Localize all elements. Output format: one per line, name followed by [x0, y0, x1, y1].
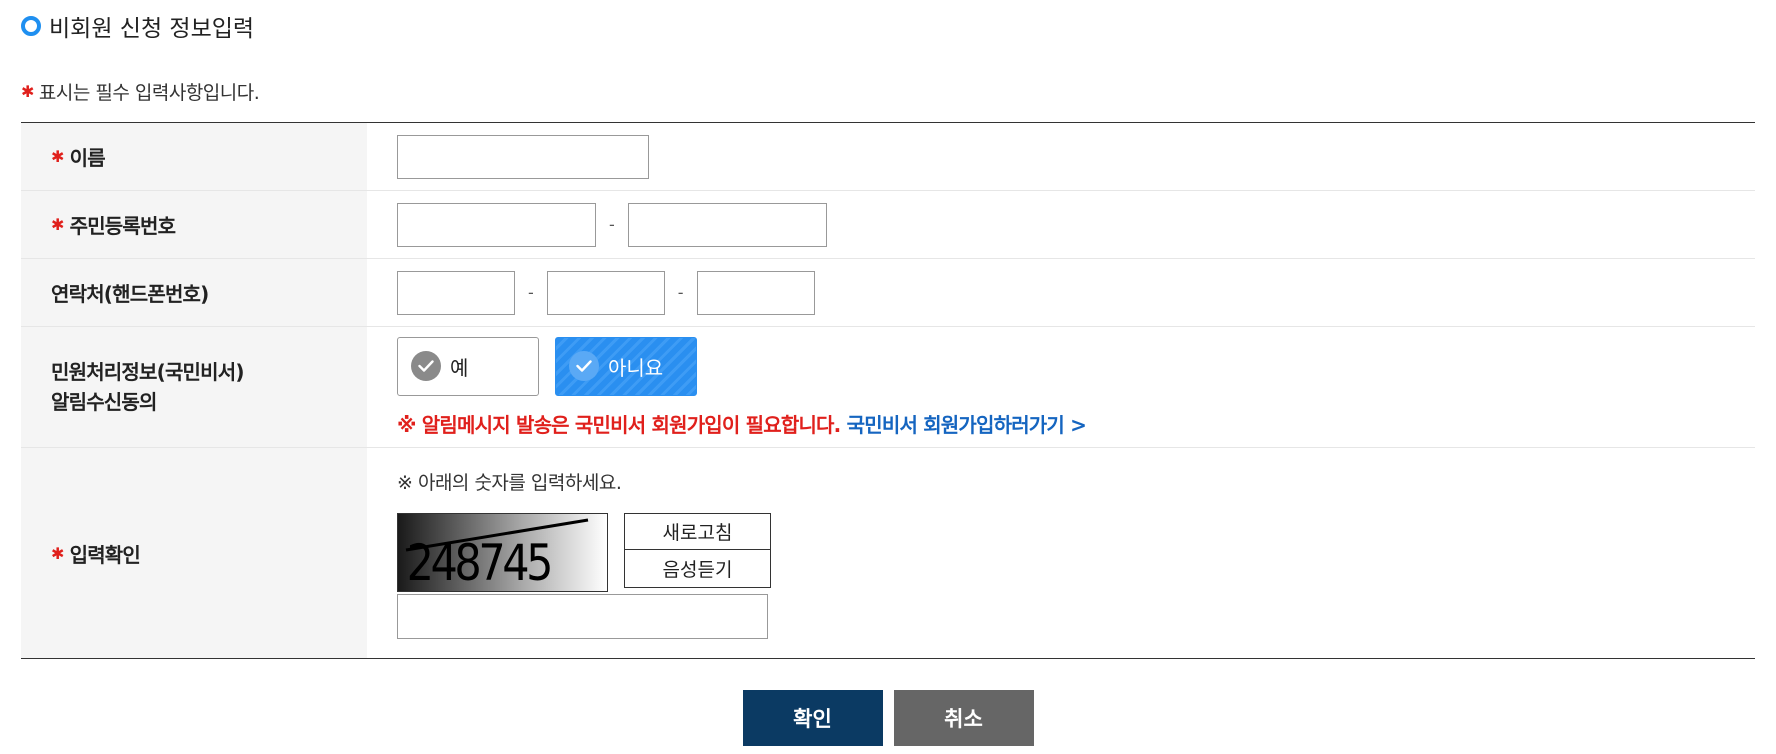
required-star-icon: ✱	[51, 215, 64, 234]
ssn-label-text: 주민등록번호	[69, 214, 176, 238]
name-value-cell	[367, 123, 1755, 190]
row-ssn: ✱ 주민등록번호 -	[21, 191, 1755, 259]
phone-label-text: 연락처(핸드폰번호)	[51, 282, 209, 306]
consent-value-cell: 예 아니요 ※ 알림메시지 발송은 국민비서 회원가입이 필요합니다. 국민비서…	[367, 327, 1755, 447]
required-star-icon: ✱	[51, 147, 64, 166]
phone-separator-1: -	[528, 283, 534, 302]
form-actions: 확인 취소	[0, 690, 1776, 746]
ring-icon	[21, 16, 41, 36]
name-label: ✱ 이름	[21, 123, 367, 190]
phone-separator-2: -	[677, 283, 684, 302]
consent-label-line1: 민원처리정보(국민비서)	[51, 360, 244, 384]
required-note-text: 표시는 필수 입력사항입니다.	[38, 82, 260, 104]
consent-label: 민원처리정보(국민비서) 알림수신동의	[21, 327, 367, 447]
section-title: 비회원 신청 정보입력	[21, 8, 254, 44]
consent-option-no[interactable]: 아니요	[555, 336, 697, 396]
consent-notice-text: ※ 알림메시지 발송은 국민비서 회원가입이 필요합니다.	[397, 412, 841, 437]
captcha-line: 248745 새로고침 음성듣기	[397, 512, 771, 592]
consent-label-text: 민원처리정보(국민비서) 알림수신동의	[51, 357, 244, 417]
captcha-input[interactable]	[397, 593, 768, 639]
captcha-image: 248745	[397, 512, 608, 592]
consent-option-yes-label: 예	[450, 355, 469, 380]
consent-option-yes[interactable]: 예	[397, 336, 539, 396]
row-consent: 민원처리정보(국민비서) 알림수신동의 예	[21, 327, 1755, 448]
captcha-label: ✱ 입력확인	[21, 448, 367, 658]
signup-link[interactable]: 국민비서 회원가입하러가기 >	[846, 412, 1087, 437]
consent-option-no-label: 아니요	[608, 355, 664, 380]
row-captcha: ✱ 입력확인 ※ 아래의 숫자를 입력하세요. 248745 새로고침 음성듣기	[21, 448, 1755, 658]
required-note: ✱ 표시는 필수 입력사항입니다.	[21, 78, 260, 105]
name-label-text: 이름	[69, 146, 106, 170]
captcha-value-cell: ※ 아래의 숫자를 입력하세요. 248745 새로고침 음성듣기	[367, 448, 1755, 658]
captcha-audio-button[interactable]: 음성듣기	[624, 549, 771, 588]
ssn-separator: -	[609, 215, 615, 234]
captcha-refresh-button[interactable]: 새로고침	[624, 512, 771, 550]
phone-part2-input[interactable]	[546, 270, 665, 315]
ssn-value-cell: -	[367, 191, 1755, 258]
cancel-button[interactable]: 취소	[893, 690, 1034, 746]
ssn-front-input[interactable]	[397, 202, 596, 247]
check-icon	[411, 351, 441, 381]
phone-part1-input[interactable]	[397, 270, 515, 315]
ssn-back-input[interactable]	[627, 202, 827, 247]
captcha-buttons: 새로고침 음성듣기	[624, 512, 771, 588]
ssn-label: ✱ 주민등록번호	[21, 191, 367, 258]
consent-label-line2: 알림수신동의	[51, 390, 157, 414]
consent-notice: ※ 알림메시지 발송은 국민비서 회원가입이 필요합니다. 국민비서 회원가입하…	[397, 409, 1087, 438]
check-icon	[569, 351, 599, 381]
required-star-icon: ✱	[21, 82, 34, 101]
captcha-hint: ※ 아래의 숫자를 입력하세요.	[397, 471, 622, 494]
consent-toggle-group: 예 아니요	[397, 336, 697, 396]
phone-part3-input[interactable]	[696, 270, 815, 315]
name-input[interactable]	[397, 134, 649, 179]
row-name: ✱ 이름	[21, 123, 1755, 191]
section-title-text: 비회원 신청 정보입력	[49, 16, 255, 42]
row-phone: 연락처(핸드폰번호) - -	[21, 259, 1755, 327]
phone-value-cell: - -	[367, 259, 1755, 326]
phone-label: 연락처(핸드폰번호)	[21, 259, 367, 326]
form-table: ✱ 이름 ✱ 주민등록번호 - 연락처(핸드폰번호)	[21, 122, 1755, 659]
captcha-label-text: 입력확인	[69, 542, 141, 567]
required-star-icon: ✱	[51, 543, 64, 563]
confirm-button[interactable]: 확인	[742, 690, 883, 746]
captcha-image-text: 248745	[407, 533, 551, 591]
